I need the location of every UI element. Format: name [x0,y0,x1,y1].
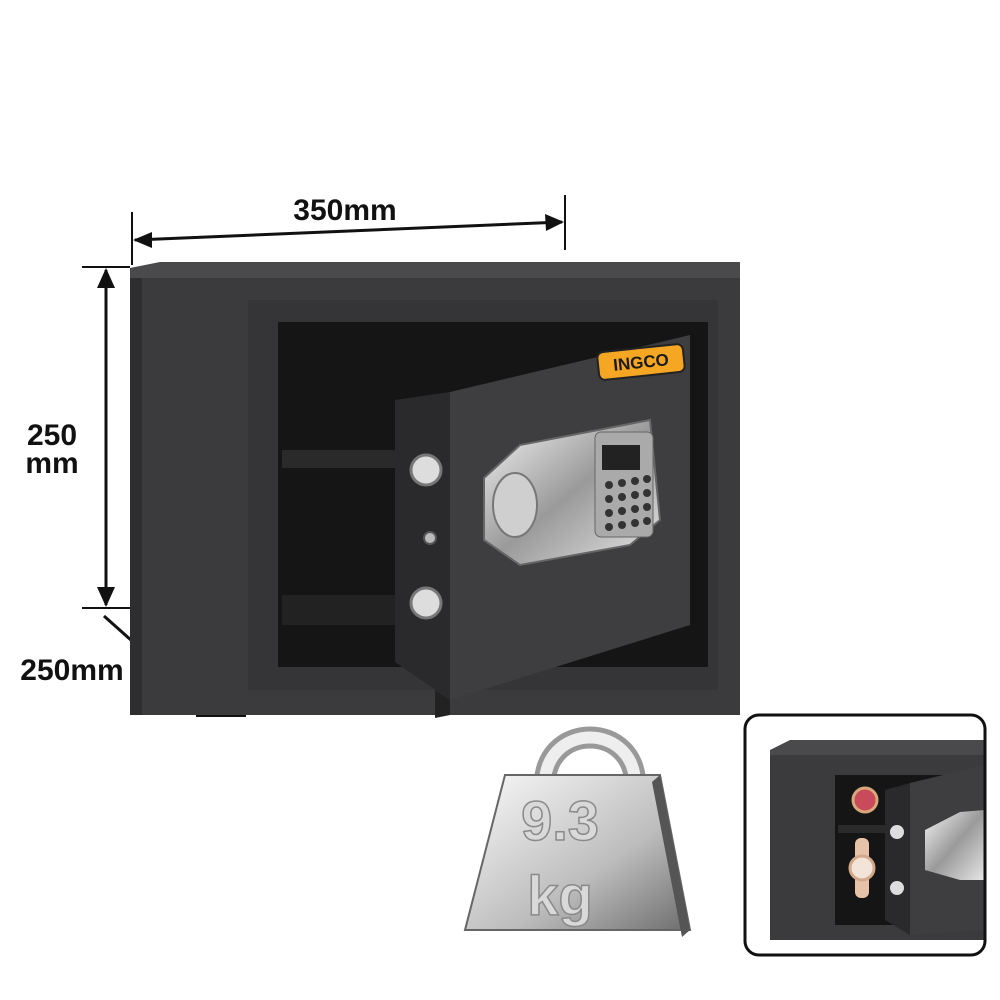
door-bolt [409,586,443,620]
weight-unit: kg [527,864,592,927]
safe-door[interactable]: INGCO [395,335,690,718]
height-unit: mm [25,447,78,480]
lock-handle[interactable] [492,472,538,538]
width-dimension: 350mm [131,194,566,265]
height-dimension: 250 mm [25,266,130,609]
jewelry-icon [851,786,879,814]
shelf [282,450,412,468]
keypad[interactable] [605,475,651,531]
door-bolt [409,453,443,487]
inset-photo [743,713,987,957]
depth-label: 250mm [20,654,123,687]
lcd-display [602,445,640,470]
electronic-lock[interactable] [483,418,662,567]
weight-icon: 9.3 kg [463,726,692,937]
key-lock-icon[interactable] [423,531,437,545]
width-label: 350mm [293,194,396,227]
weight-value: 9.3 [521,789,599,852]
ingco-logo: INGCO [596,343,686,381]
height-value: 250 [27,419,77,452]
